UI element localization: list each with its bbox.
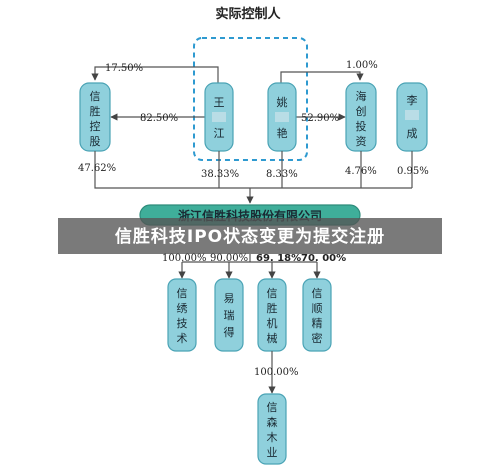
headline-text: 信胜科技IPO状态变更为提交注册 — [115, 226, 385, 247]
headline-banner: 信胜科技IPO状态变更为提交注册 — [58, 218, 442, 254]
svg-text:精: 精 — [312, 317, 323, 330]
shareholder-bus-line — [94, 151, 412, 189]
pct-yao-haichuang-top: 1.00% — [346, 60, 378, 71]
subsidiary-xinsheng-jixie: 信 胜 机 械 — [257, 278, 287, 352]
svg-text:机: 机 — [267, 316, 278, 330]
svg-text:艳: 艳 — [277, 126, 288, 140]
svg-text:信: 信 — [90, 90, 101, 103]
subsidiary-xinsen-muye: 信 森 木 业 — [257, 393, 287, 465]
pct-sub-4: 70. 00% — [301, 253, 346, 264]
controller-yao: 姚 艳 — [267, 82, 297, 152]
svg-text:易: 易 — [224, 292, 235, 305]
svg-text:资: 资 — [356, 135, 367, 148]
svg-text:信: 信 — [267, 287, 278, 300]
svg-text:创: 创 — [356, 105, 367, 118]
pct-wang-xinsheng-top: 17.50% — [105, 63, 143, 74]
subsidiary-bus-line — [182, 254, 317, 263]
svg-text:得: 得 — [224, 326, 235, 339]
svg-text:成: 成 — [407, 127, 418, 140]
diagram-title: 实际控制人 — [215, 6, 281, 22]
svg-text:控: 控 — [90, 119, 101, 133]
svg-text:信: 信 — [312, 287, 323, 300]
blurred-mark — [405, 110, 419, 120]
pct-li-company: 0.95% — [397, 166, 429, 177]
controller-wang: 王 江 — [204, 82, 234, 152]
svg-text:密: 密 — [312, 331, 323, 345]
svg-text:胜: 胜 — [90, 104, 101, 118]
svg-text:海: 海 — [356, 89, 367, 103]
svg-text:技: 技 — [177, 317, 188, 330]
blurred-mark — [275, 112, 289, 122]
pct-wang-company: 38.33% — [201, 169, 239, 180]
pct-sub-3: 69. 18% — [256, 253, 301, 264]
shareholder-haichuang: 海 创 投 资 — [345, 82, 377, 152]
svg-text:绣: 绣 — [177, 302, 188, 315]
subsidiary-yiruide: 易 瑞 得 — [214, 278, 244, 352]
pct-sub-sub: 100.00% — [254, 367, 299, 378]
svg-text:木: 木 — [267, 431, 278, 444]
svg-text:王: 王 — [214, 96, 225, 109]
pct-xinsheng-company: 47.62% — [78, 163, 116, 174]
svg-text:瑞: 瑞 — [224, 308, 235, 322]
subsidiary-xinshun-jingmi: 信 顺 精 密 — [302, 278, 332, 352]
wang-to-xinsheng-top-line — [91, 66, 219, 85]
yao-to-haichuang-top-line — [280, 71, 364, 85]
pct-wang-xinsheng: 82.50% — [140, 113, 178, 124]
svg-text:术: 术 — [177, 332, 188, 345]
svg-text:李: 李 — [407, 93, 418, 107]
actual-controller-group — [193, 37, 308, 161]
pct-yao-company: 8.33% — [266, 169, 298, 180]
svg-text:股: 股 — [90, 135, 101, 148]
svg-text:信: 信 — [267, 401, 278, 414]
pct-sub-2: 90.00% — [210, 253, 248, 264]
svg-text:姚: 姚 — [277, 95, 288, 109]
svg-text:业: 业 — [267, 446, 278, 459]
svg-text:投: 投 — [356, 119, 367, 133]
svg-text:信: 信 — [177, 287, 188, 300]
svg-text:顺: 顺 — [312, 302, 323, 315]
shareholder-xinsheng: 信 胜 控 股 — [79, 82, 111, 152]
svg-text:森: 森 — [267, 415, 278, 429]
svg-text:江: 江 — [214, 127, 225, 140]
shareholder-li: 李 成 — [396, 82, 428, 152]
pct-haichuang-company: 4.76% — [345, 166, 377, 177]
pct-sub-1: 100.00% — [162, 253, 207, 264]
subsidiary-xinxiu: 信 绣 技 术 — [167, 278, 197, 352]
blurred-mark — [212, 112, 226, 122]
svg-text:械: 械 — [267, 331, 278, 345]
pct-yao-haichuang: 52.90% — [301, 113, 339, 124]
svg-text:胜: 胜 — [267, 301, 278, 315]
